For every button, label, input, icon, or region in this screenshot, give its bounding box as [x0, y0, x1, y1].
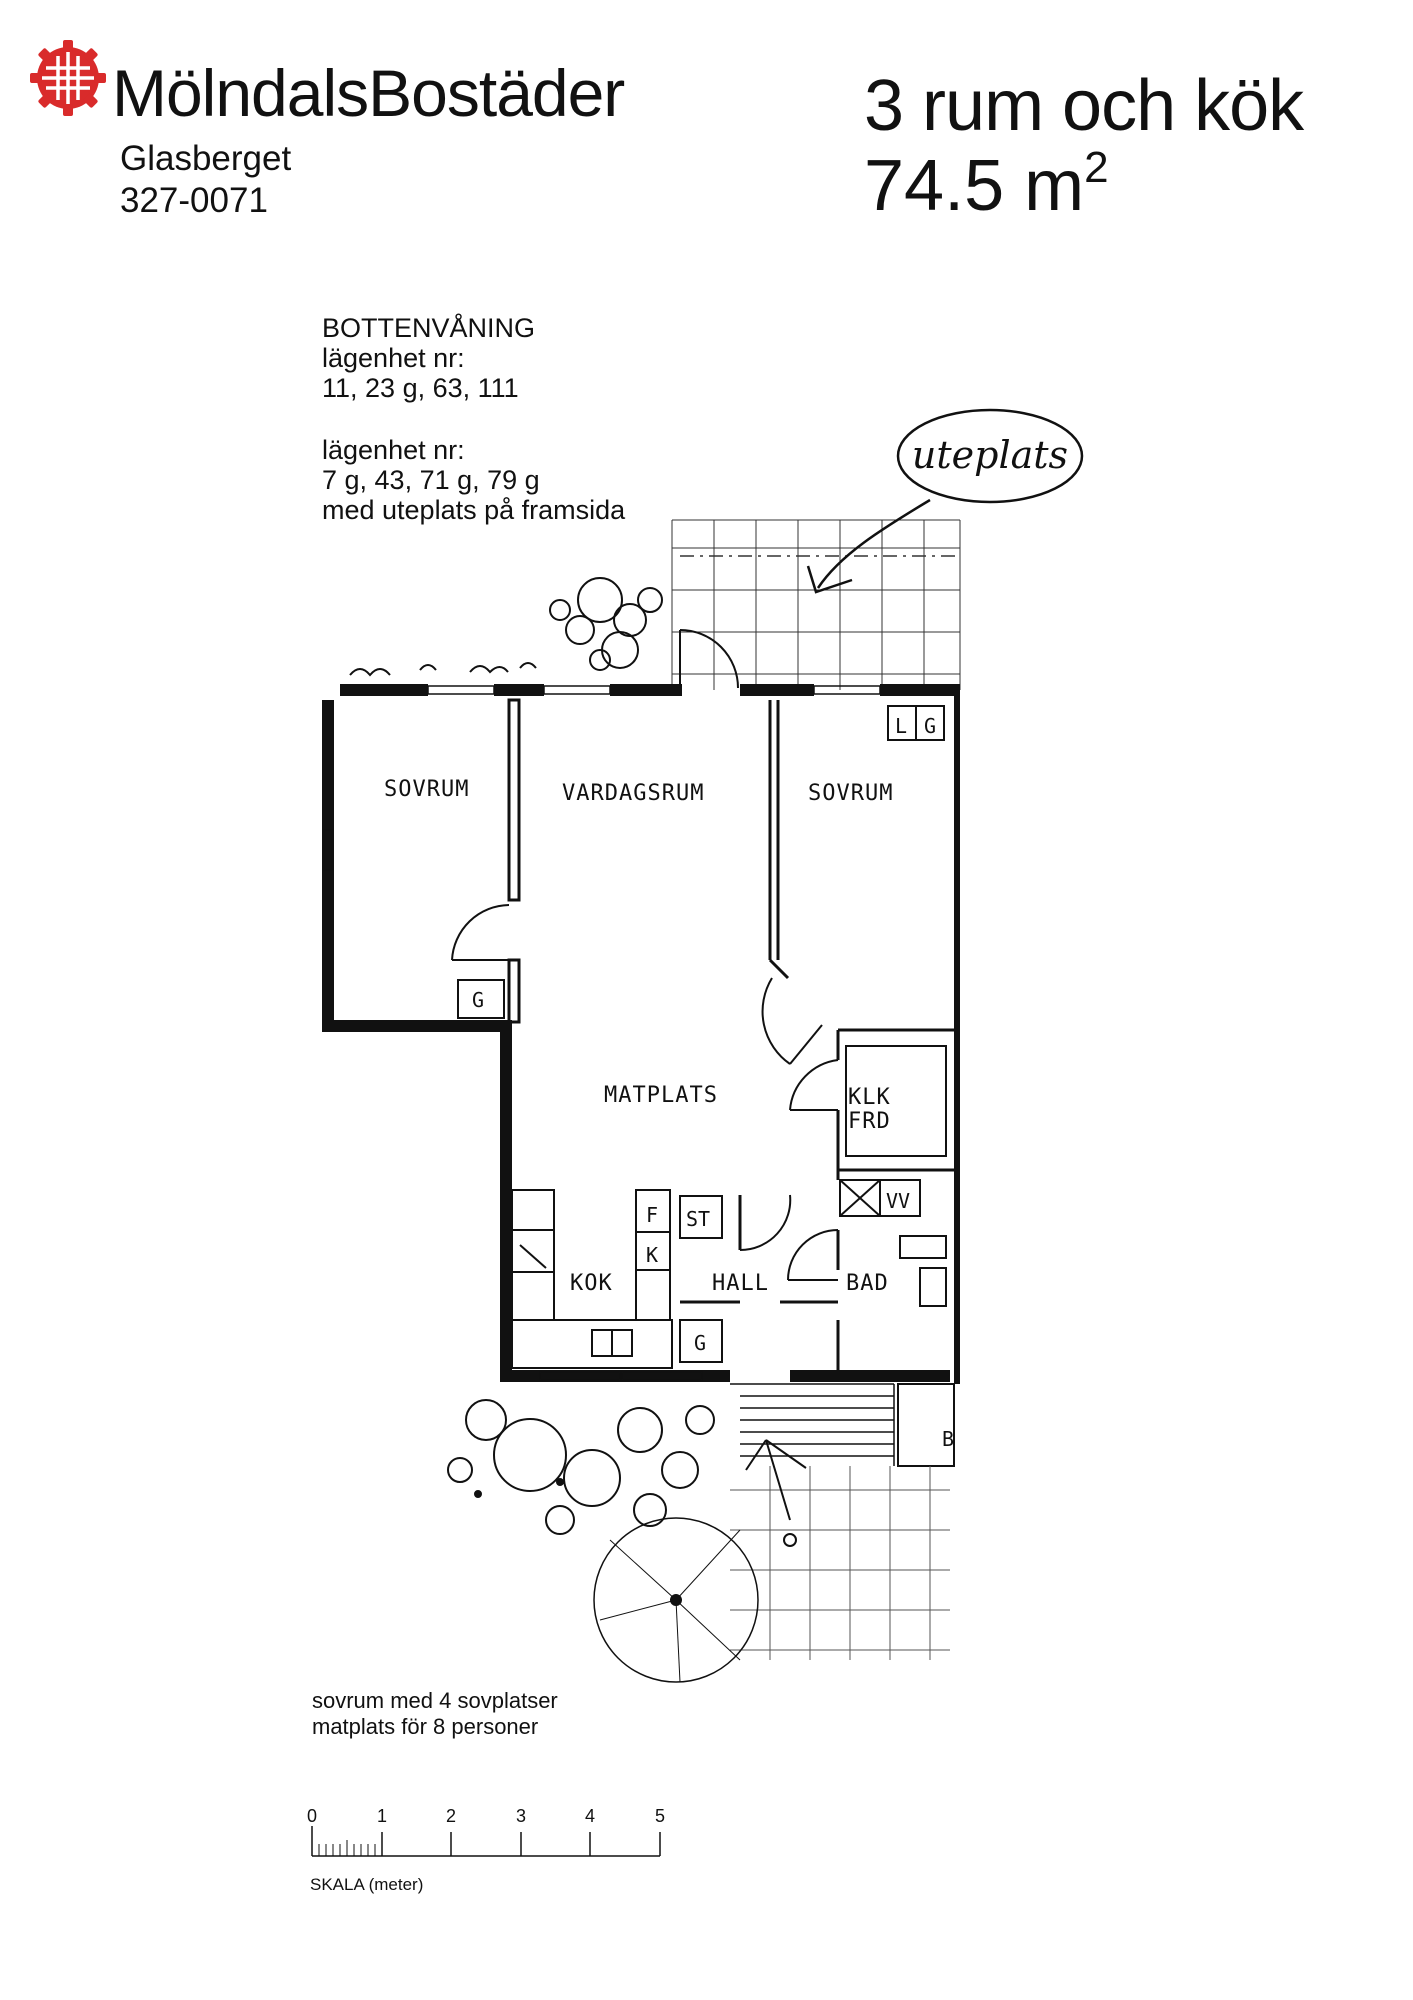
- apartment-label-2: lägenhet nr:: [322, 435, 465, 465]
- apartment-numbers-2: 7 g, 43, 71 g, 79 g: [322, 465, 540, 495]
- fixture-label-f: F: [646, 1203, 658, 1227]
- room-label-klk: KLK: [848, 1085, 891, 1110]
- scale-tick-5: 5: [655, 1806, 665, 1826]
- windows: [323, 685, 881, 1381]
- walls: [322, 684, 960, 1384]
- area-value: 74.5 m: [864, 146, 1085, 226]
- apartment-area-title: 74.5 m2: [864, 146, 1109, 223]
- apartment-label-1: lägenhet nr:: [322, 343, 465, 373]
- door-swings: [451, 629, 839, 1281]
- note-dining: matplats för 8 personer: [312, 1714, 539, 1739]
- fixture-label-g-top: G: [924, 714, 936, 738]
- area-name: Glasberget: [120, 139, 292, 178]
- scale-tick-1: 1: [377, 1806, 387, 1826]
- patio-grid-top: [671, 519, 961, 690]
- apartment-numbers-1: 11, 23 g, 63, 111: [322, 373, 519, 403]
- scale-bar: 0 1 2 3 4 5 SKALA (meter): [307, 1806, 665, 1894]
- fixture-label-vv: VV: [886, 1189, 910, 1213]
- patio-grid-bottom: [730, 1466, 950, 1660]
- room-label-kok: KOK: [570, 1271, 613, 1296]
- room-label-matplats: MATPLATS: [604, 1083, 718, 1108]
- note-bedrooms: sovrum med 4 sovplatser: [312, 1688, 558, 1713]
- room-label-sovrum-right: SOVRUM: [808, 781, 893, 806]
- scale-tick-4: 4: [585, 1806, 595, 1826]
- fixture-label-l: L: [895, 714, 907, 738]
- fixture-label-g-hall: G: [694, 1331, 706, 1355]
- brand-name: MölndalsBostäder: [112, 56, 625, 130]
- area-exponent: 2: [1084, 143, 1109, 192]
- room-label-vardagsrum: VARDAGSRUM: [562, 781, 704, 806]
- floor-label: BOTTENVÅNING: [322, 313, 536, 343]
- scale-tick-2: 2: [446, 1806, 456, 1826]
- apartment-type-title: 3 rum och kök: [864, 66, 1304, 146]
- logo-icon: [30, 40, 106, 116]
- area-code: 327-0071: [120, 181, 268, 220]
- fixture-label-st: ST: [686, 1207, 710, 1231]
- room-label-hall: HALL: [712, 1271, 769, 1296]
- scale-label: SKALA (meter): [310, 1875, 423, 1894]
- scale-tick-0: 0: [307, 1806, 317, 1826]
- room-label-sovrum-left: SOVRUM: [384, 777, 469, 802]
- interior-walls: [507, 698, 954, 1370]
- fixture-label-k: K: [646, 1243, 658, 1267]
- room-label-frd: FRD: [848, 1109, 891, 1134]
- fixture-label-g-left: G: [472, 988, 484, 1012]
- fixture-label-b: B: [942, 1427, 954, 1451]
- uteplats-annotation: uteplats: [806, 408, 1084, 594]
- apartment-note-2: med uteplats på framsida: [322, 495, 626, 525]
- uteplats-label: uteplats: [912, 433, 1068, 477]
- room-label-bad: BAD: [846, 1271, 889, 1296]
- scale-tick-3: 3: [516, 1806, 526, 1826]
- shrubs-top: [349, 577, 663, 677]
- entrance-steps: [730, 1383, 895, 1466]
- shrubs-bottom: [447, 1399, 807, 1683]
- fixtures: [457, 705, 955, 1467]
